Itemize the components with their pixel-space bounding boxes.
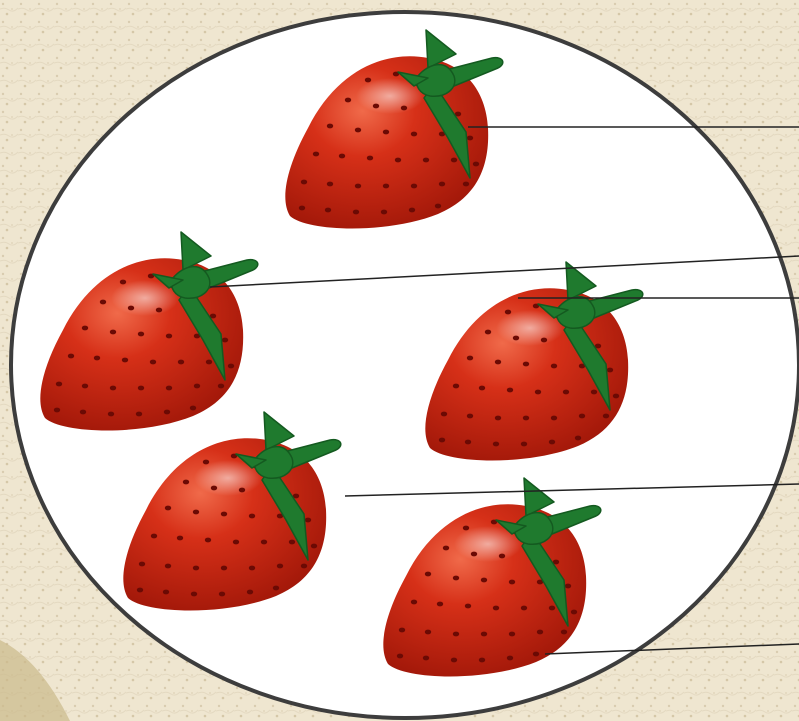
- strawberry-diagram: [0, 0, 799, 721]
